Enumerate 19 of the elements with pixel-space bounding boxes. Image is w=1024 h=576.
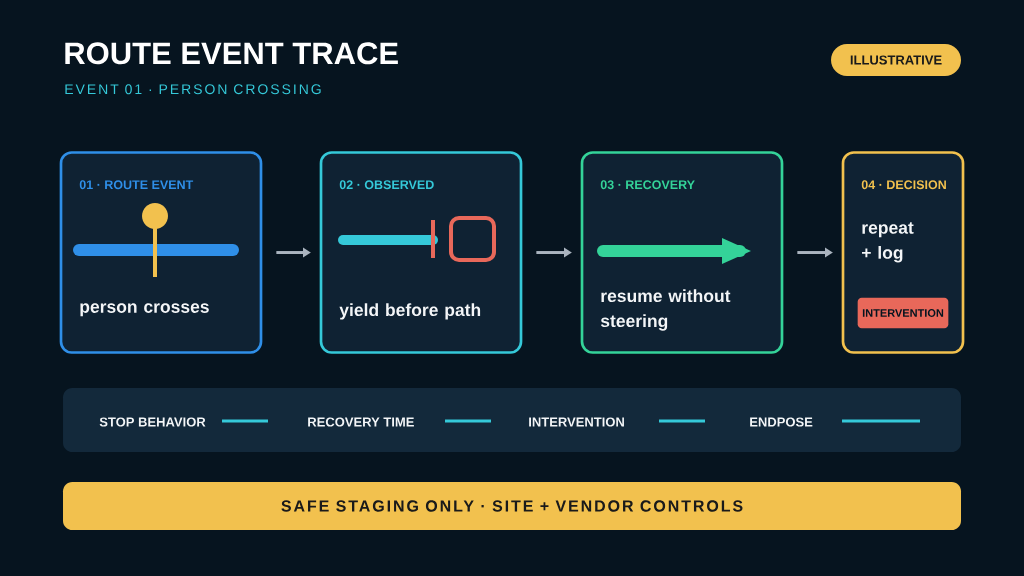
node-label: 02 · OBSERVED xyxy=(339,180,434,190)
subtitle: EVENT 01 · PERSON CROSSING xyxy=(65,84,321,95)
node-label: ENDPOSE xyxy=(750,417,813,427)
card: 02 · OBSERVED yield before path xyxy=(319,151,523,354)
node-label: STOP BEHAVIOR xyxy=(99,417,206,427)
notice-banner: SAFE STAGING ONLY · SITE + VENDOR CONTROLS xyxy=(63,482,961,530)
node-label: resume without steering xyxy=(600,289,731,331)
node-label: person crosses xyxy=(80,303,209,317)
card: 01 · ROUTE EVENT person crosses xyxy=(59,151,263,354)
status-badge: INTERVENTION xyxy=(857,297,949,329)
node-label: 03 · RECOVERY xyxy=(600,180,695,190)
node-label: RECOVERY TIME xyxy=(308,417,414,427)
title: ROUTE EVENT TRACE xyxy=(65,42,398,65)
metrics-panel: STOP BEHAVIOR RECOVERY TIME INTERVENTION ENDPOSE xyxy=(63,388,961,452)
node-label: yield before path xyxy=(339,303,481,320)
card: 03 · RECOVERY resume without steering xyxy=(580,151,784,354)
status-badge: ILLUSTRATIVE xyxy=(831,44,961,76)
node-label: 01 · ROUTE EVENT xyxy=(79,180,194,190)
node-label: INTERVENTION xyxy=(529,417,624,427)
